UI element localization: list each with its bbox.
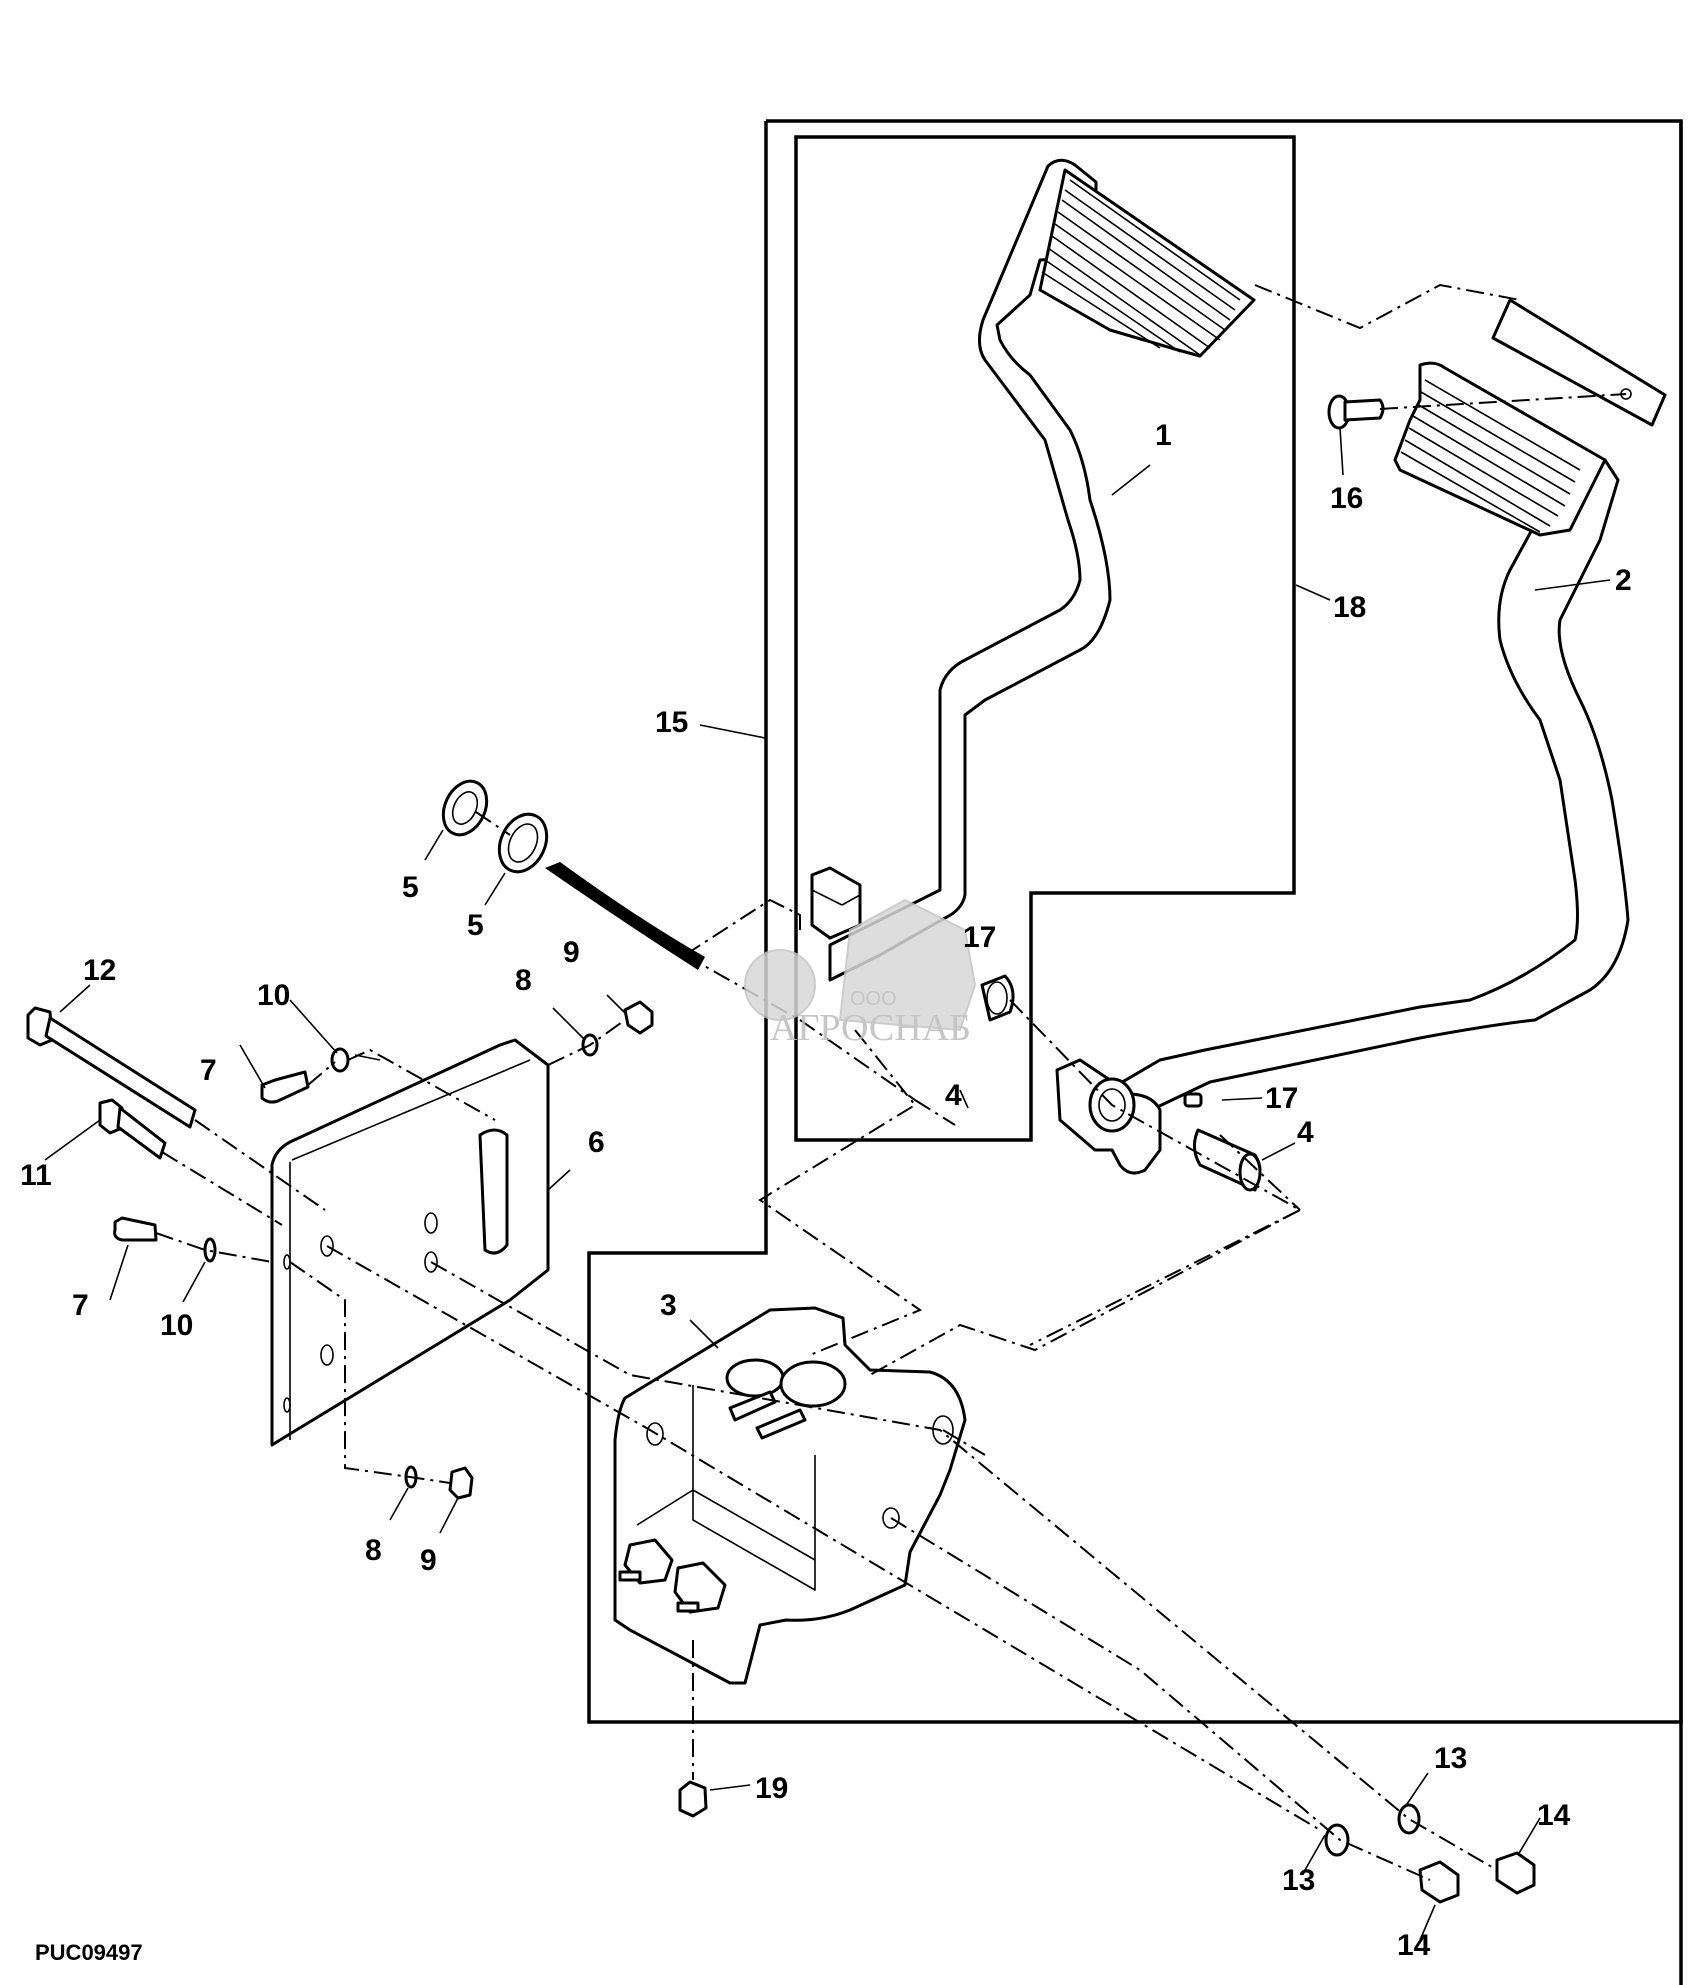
bushing-upper: [980, 974, 1015, 1022]
brake-valve: [613, 1306, 967, 1685]
bushing-lower: [1193, 1128, 1262, 1192]
callout-12: 12: [83, 954, 116, 987]
callout-16: 16: [1330, 482, 1363, 515]
callout-11: 11: [20, 1159, 52, 1192]
cap-screw-short: [98, 1098, 167, 1160]
callout-5-a: 5: [402, 871, 419, 904]
figure-id: PUC09497: [35, 1940, 143, 1965]
washer-a: [441, 779, 489, 837]
callout-14-a: 14: [1397, 1929, 1431, 1962]
callout-8-upper: 8: [515, 964, 532, 997]
callout-17-upper: 17: [963, 921, 996, 954]
callout-19: 19: [755, 1772, 788, 1805]
callout-8-lower: 8: [365, 1534, 382, 1567]
callout-2: 2: [1615, 564, 1632, 597]
nut-upper: [623, 1000, 654, 1035]
cap-screw-lower: [113, 1216, 158, 1242]
nut-right-a: [1418, 1860, 1460, 1904]
lock-washer-right-b: [1397, 1803, 1421, 1835]
pedal-cover-plate: [1491, 298, 1667, 427]
washer-upper: [330, 1047, 350, 1073]
leader-lines: [44, 427, 1611, 1941]
right-pedal-ribs: [1400, 379, 1581, 533]
callout-5-b: 5: [467, 909, 484, 942]
nut-lower: [448, 1466, 474, 1500]
callout-13-b: 13: [1434, 1742, 1467, 1775]
callout-4-upper: 4: [945, 1079, 962, 1112]
callout-10-upper: 10: [257, 979, 290, 1012]
callout-3: 3: [660, 1289, 677, 1322]
callout-13-a: 13: [1282, 1864, 1315, 1897]
grease-fitting-lower: [1183, 1092, 1203, 1108]
washer-lower: [203, 1237, 217, 1263]
callout-18: 18: [1333, 591, 1366, 624]
cap-screw-upper: [260, 1070, 310, 1104]
callout-7-upper: 7: [200, 1054, 217, 1087]
mounting-bracket: [270, 1038, 550, 1447]
cap-screw-long: [26, 1006, 197, 1129]
assembly-frame-15: [794, 135, 1296, 1142]
lock-washer-right-a: [1324, 1823, 1350, 1857]
callout-1: 1: [1155, 419, 1172, 452]
right-pedal: [1055, 298, 1667, 1175]
watermark: ООО АГРОСНАБ: [744, 898, 977, 1049]
left-pedal-ribs: [1041, 179, 1241, 356]
callout-15: 15: [655, 706, 688, 739]
pivot-shaft: [545, 862, 705, 970]
callout-9-lower: 9: [420, 1544, 437, 1577]
callout-14-b: 14: [1537, 1799, 1571, 1832]
callout-9-upper: 9: [563, 936, 580, 969]
callout-labels: 1 2 3 4 4 5 5 6 7 7 8 8 9 9 10 10 11 12 …: [20, 419, 1632, 1962]
left-pedal: [810, 158, 1256, 982]
rivet: [1327, 394, 1385, 430]
callout-6: 6: [588, 1126, 605, 1159]
callout-17-lower: 17: [1265, 1082, 1298, 1115]
watermark-prefix: ООО: [850, 988, 897, 1010]
callout-10-lower: 10: [160, 1309, 193, 1342]
callout-7-lower: 7: [72, 1289, 89, 1322]
watermark-name: АГРОСНАБ: [770, 1007, 971, 1049]
callout-4-lower: 4: [1297, 1116, 1314, 1149]
assembly-frame-outer: [587, 121, 1683, 1724]
fitting: [678, 1780, 708, 1818]
centerlines: [155, 283, 1627, 1881]
nut-right-b: [1495, 1851, 1536, 1895]
